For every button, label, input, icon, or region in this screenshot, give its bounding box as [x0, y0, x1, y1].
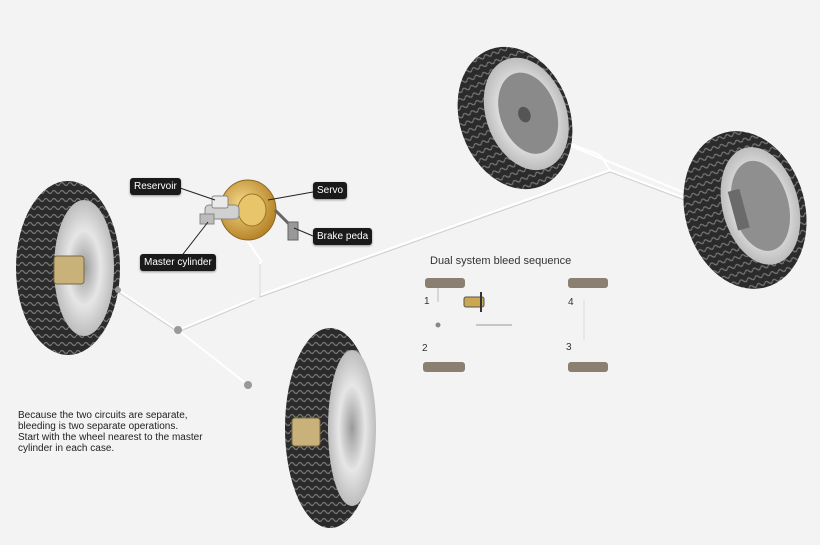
- brake-pedal-label: Brake peda: [313, 228, 373, 245]
- servo-label: Servo: [313, 182, 348, 199]
- rear-right-wheel: [683, 131, 807, 289]
- front-right-wheel: [285, 328, 376, 528]
- rear-left-wheel: [457, 46, 573, 190]
- bleed-step-1: 1: [424, 296, 430, 307]
- note-line-4: cylinder in each case.: [18, 443, 115, 454]
- pipe-junction: [244, 381, 252, 389]
- servo-assembly: [199, 179, 299, 241]
- mini-wheel-2: [423, 362, 465, 372]
- note-line-1: Because the two circuits are separate,: [18, 410, 188, 421]
- bleed-sequence-title: Dual system bleed sequence: [430, 255, 572, 267]
- note-line-3: Start with the wheel nearest to the mast…: [18, 432, 203, 443]
- bleed-sequence-diagram: [423, 278, 608, 372]
- reservoir-label: Reservoir: [130, 178, 181, 195]
- bleeding-note: Because the two circuits are separate, b…: [18, 410, 238, 454]
- label-leaders: [179, 187, 314, 259]
- pipe-junction: [174, 326, 182, 334]
- pipe-junction: [115, 287, 121, 293]
- front-left-wheel: [16, 181, 120, 355]
- note-line-2: bleeding is two separate operations.: [18, 421, 179, 432]
- master-cylinder-label: Master cylinder: [140, 254, 216, 271]
- mini-wheel-1: [425, 278, 465, 288]
- mini-wheel-4: [568, 278, 608, 288]
- bleed-step-3: 3: [566, 342, 572, 353]
- bleed-step-2: 2: [422, 343, 428, 354]
- bleed-step-4: 4: [568, 297, 574, 308]
- mini-wheel-3: [568, 362, 608, 372]
